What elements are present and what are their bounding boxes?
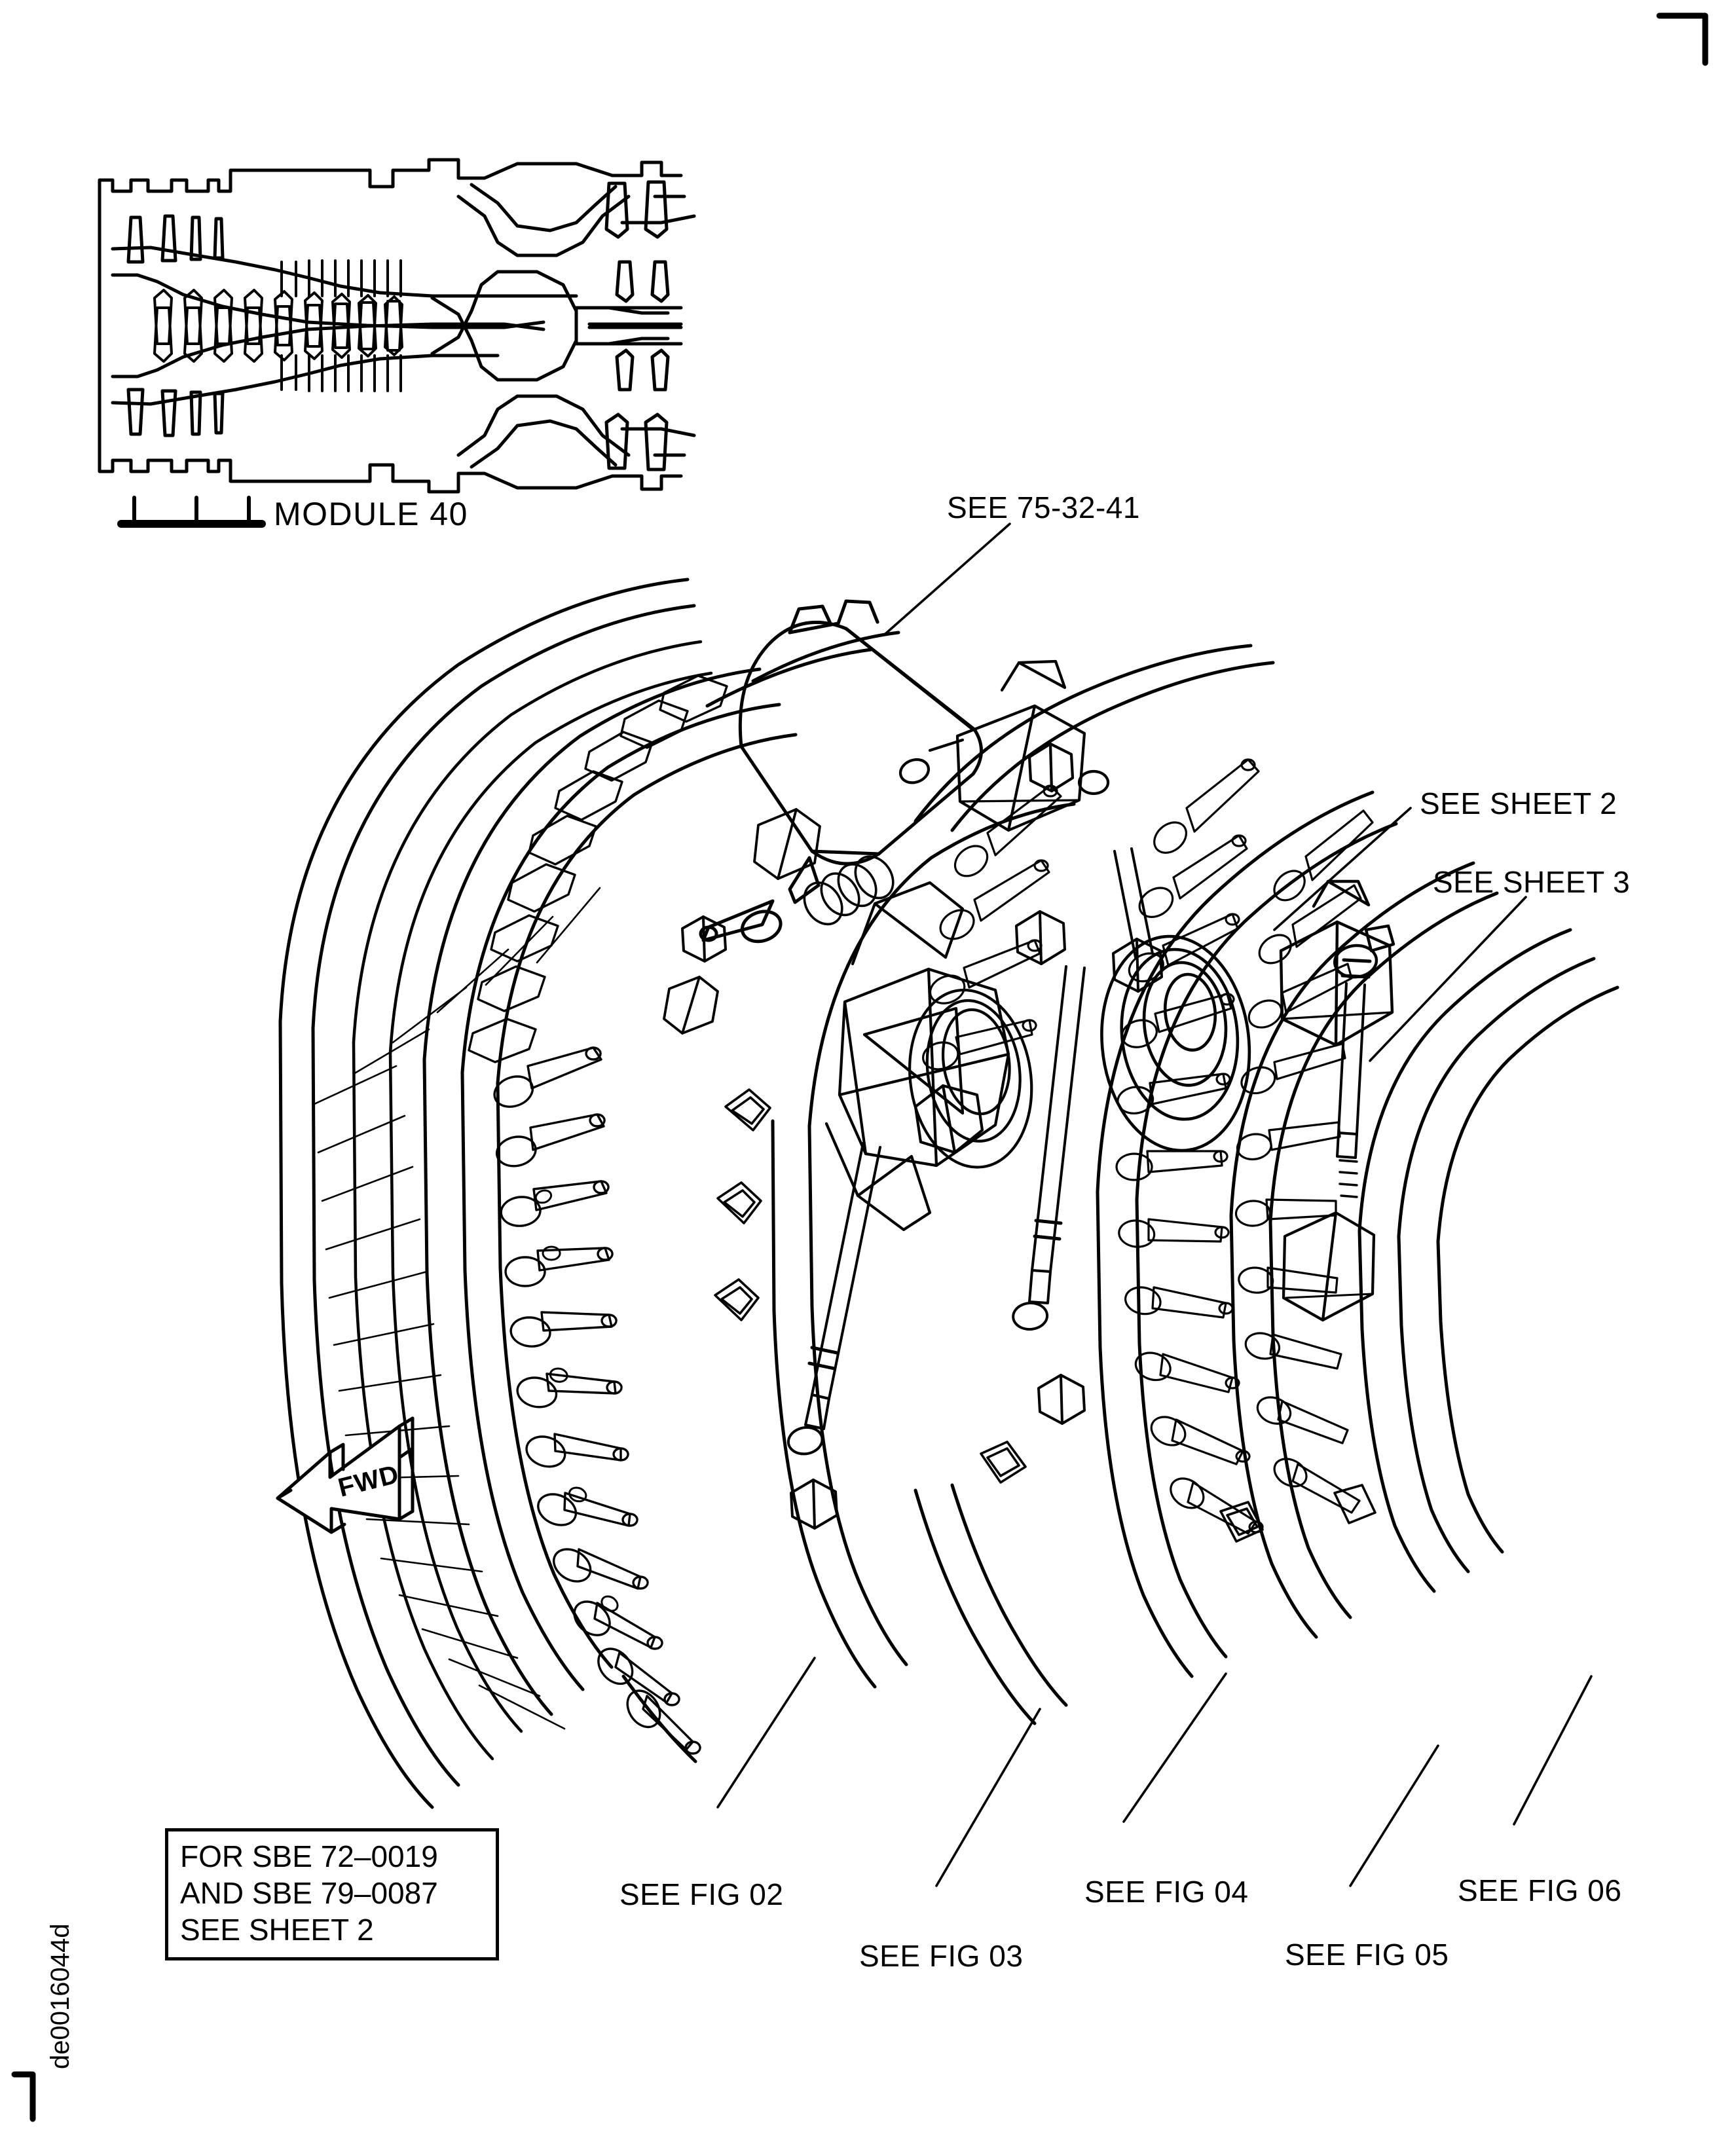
case-ring-5 [1229, 861, 1499, 1639]
fwd-arrow-icon [276, 1416, 415, 1534]
case-ring-4 [1096, 790, 1398, 1678]
leader-see-fig-04 [1122, 1672, 1227, 1823]
callout-see-sheet-3: SEE SHEET 3 [1433, 865, 1631, 899]
vsv-lever-row-3 [1115, 758, 1264, 1535]
module-40-cross-section [98, 158, 696, 528]
aft-mount-bracket [1279, 879, 1395, 1047]
module-40-caption: MODULE 40 [274, 496, 468, 532]
leader-lines [716, 523, 1593, 1887]
sbe-note-box: FOR SBE 72–0019 AND SBE 79–0087 SEE SHEE… [165, 1828, 499, 1961]
leader-see-fig-03 [935, 1708, 1041, 1887]
fan-outer-shroud [278, 578, 696, 1809]
sbe-note-line-1: FOR SBE 72–0019 [180, 1839, 438, 1873]
central-actuator-housing [824, 881, 1033, 1232]
forward-flange-bolts [468, 674, 728, 1063]
corner-mark-top-right [1656, 12, 1708, 66]
leader-see-fig-02 [716, 1657, 816, 1809]
case-ring-3 [914, 644, 1275, 1725]
leader-see-fig-06 [1513, 1675, 1593, 1826]
port-bosses [663, 808, 821, 1035]
feedback-linkage-block [898, 659, 1110, 832]
rear-unison-ring [1100, 934, 1251, 1152]
fan-inner-shroud [352, 640, 713, 1761]
callout-see-fig-02: SEE FIG 02 [619, 1877, 784, 1911]
vsv-actuator-cylinder [699, 599, 983, 944]
leader-see-sheet-2 [1273, 807, 1412, 931]
vsv-lever-row-1 [493, 1046, 701, 1755]
corner-mark-bottom-left [11, 2071, 36, 2122]
leader-see-75-32-41 [884, 523, 1011, 635]
case-ring-6-aft [1357, 928, 1619, 1593]
callout-see-fig-05: SEE FIG 05 [1285, 1938, 1449, 1972]
hex-fasteners [681, 910, 1163, 1530]
figure-identifier: de0016044d [46, 1923, 75, 2069]
callout-see-fig-06: SEE FIG 06 [1458, 1873, 1622, 1907]
ring1-rivets [534, 1189, 619, 1612]
vsv-lever-row-4 [1234, 809, 1374, 1514]
callout-see-fig-03: SEE FIG 03 [859, 1939, 1024, 1973]
fan-case-flange-ring [422, 667, 798, 1716]
callout-see-75-32-41: SEE 75-32-41 [947, 490, 1140, 524]
vsv-pushrods [786, 847, 1372, 1456]
shroud-clips [714, 1088, 1376, 1543]
leader-see-fig-05 [1349, 1744, 1439, 1887]
callout-see-fig-04: SEE FIG 04 [1084, 1875, 1249, 1909]
sbe-note-line-2: AND SBE 79–0087 [180, 1876, 438, 1911]
leader-see-sheet-3 [1369, 896, 1527, 1062]
sbe-note-line-3: SEE SHEET 2 [180, 1913, 374, 1947]
callout-see-sheet-2: SEE SHEET 2 [1420, 786, 1617, 820]
aft-bracket-lower [1282, 1211, 1376, 1322]
